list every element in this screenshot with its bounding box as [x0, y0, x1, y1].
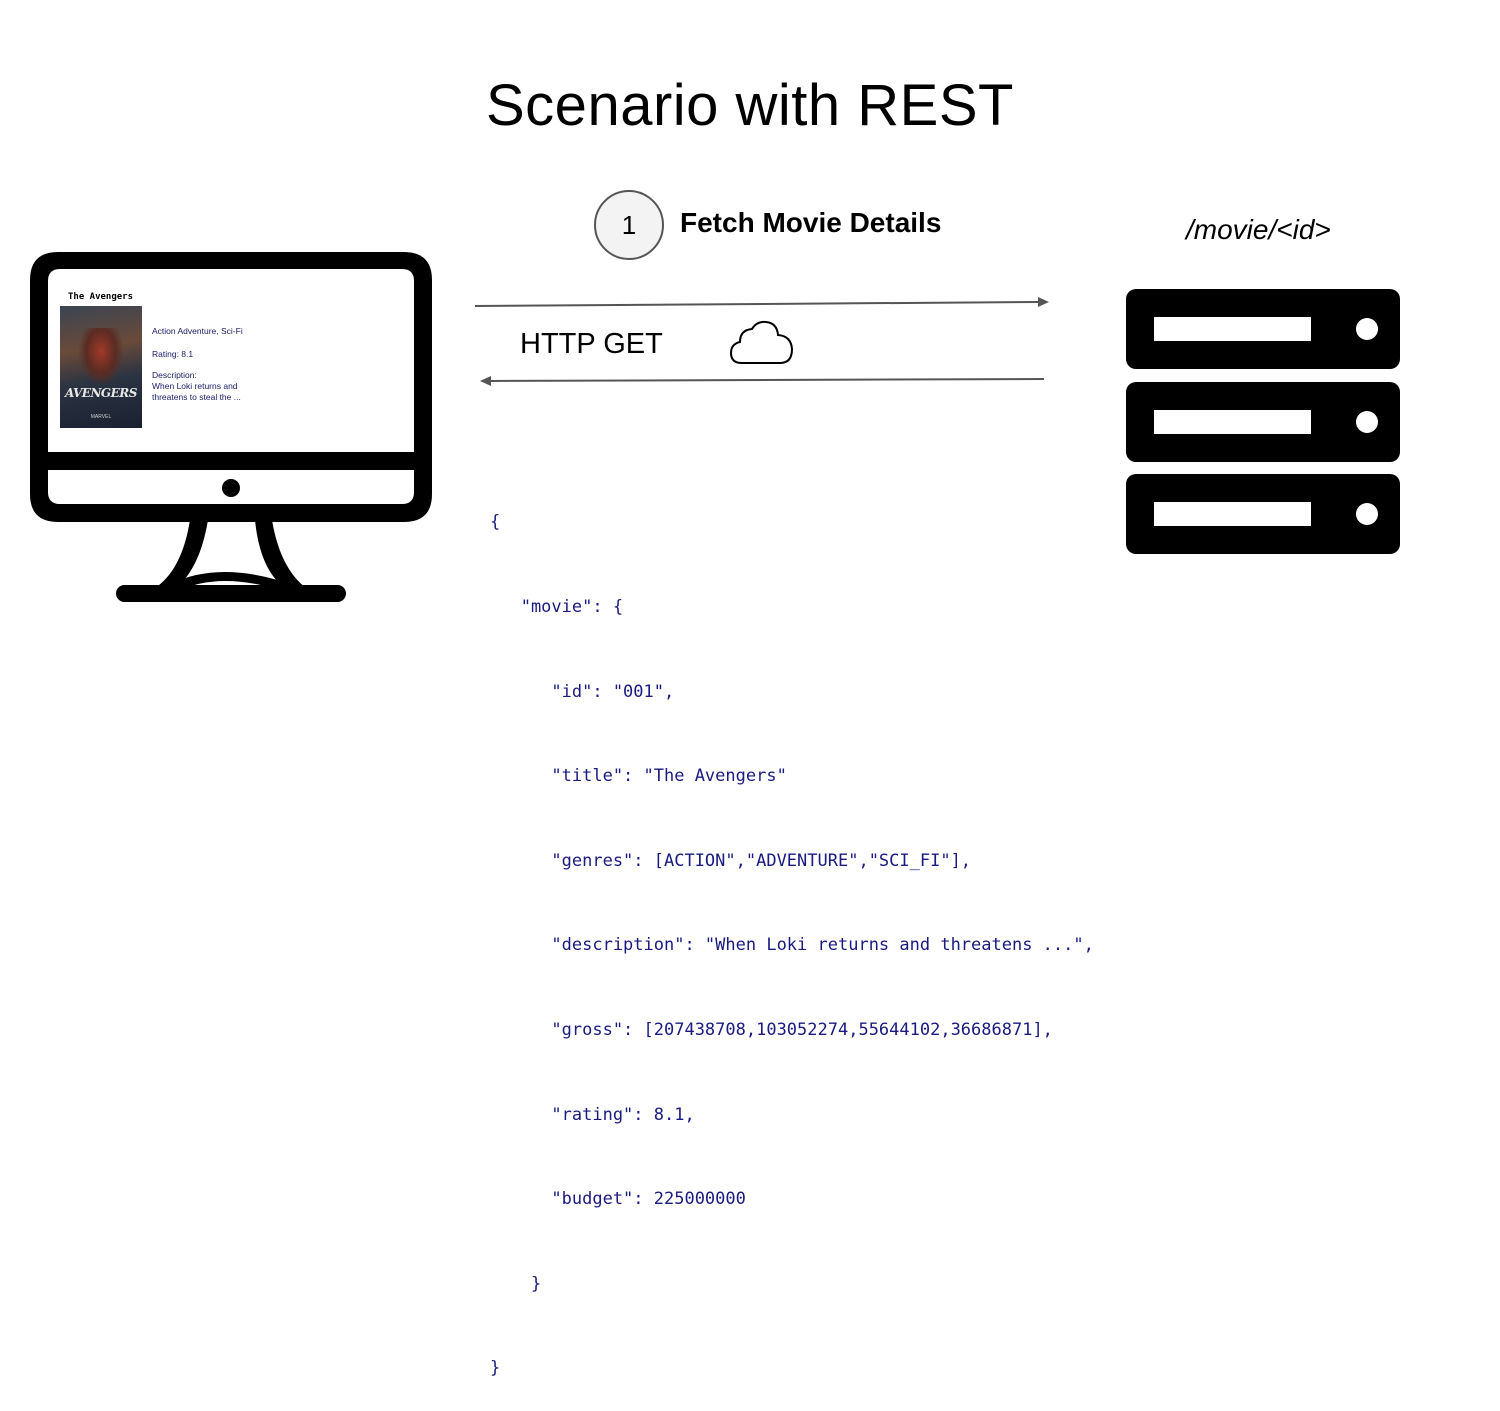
screen-rating: Rating: 8.1	[152, 349, 194, 359]
json-line: }	[490, 1273, 542, 1294]
poster-figure	[78, 328, 124, 386]
step-number-badge: 1	[594, 190, 664, 260]
response-arrow-line	[489, 378, 1045, 382]
client-screen: The Avengers AVENGERS MARVEL Action Adve…	[46, 272, 414, 452]
json-line: "description": "When Loki returns and th…	[490, 935, 1094, 956]
poster-credit: MARVEL	[90, 414, 112, 420]
poster-title: AVENGERS	[65, 386, 137, 400]
json-response-block: { "movie": { "id": "001", "title": "The …	[490, 452, 1094, 1411]
json-line: "budget": 225000000	[490, 1189, 746, 1210]
json-line: }	[490, 1358, 501, 1379]
json-line: "title": "The Avengers"	[490, 766, 787, 787]
endpoint-path: /movie/<id>	[1186, 214, 1331, 245]
screen-description-line: When Loki returns and	[152, 381, 238, 391]
cloud-icon	[729, 320, 794, 364]
movie-poster-image: AVENGERS MARVEL	[60, 306, 142, 428]
step-label: Fetch Movie Details	[680, 207, 942, 238]
server-rack-icon	[1126, 289, 1400, 554]
server-unit	[1126, 382, 1400, 462]
screen-description-line: threatens to steal the ...	[152, 392, 241, 402]
server-unit	[1126, 289, 1400, 369]
json-line: "movie": {	[490, 597, 624, 617]
json-line: {	[490, 512, 501, 533]
json-line: "rating": 8.1,	[490, 1104, 695, 1125]
response-arrowhead	[480, 376, 491, 386]
http-method-label: HTTP GET	[520, 328, 663, 360]
json-line: "genres": [ACTION","ADVENTURE","SCI_FI"]…	[490, 850, 972, 871]
request-response-arrows	[474, 297, 1049, 386]
json-line: "gross": [207438708,103052274,55644102,3…	[490, 1019, 1053, 1040]
screen-genres: Action Adventure, Sci-Fi	[152, 326, 243, 336]
json-line: "id": "001",	[490, 681, 675, 702]
screen-description-label: Description:	[152, 370, 197, 380]
server-unit	[1126, 474, 1400, 554]
request-arrowhead	[1038, 297, 1049, 307]
slide-title: Scenario with REST	[486, 73, 1014, 138]
request-arrow-line	[474, 301, 1041, 307]
screen-movie-title: The Avengers	[68, 292, 134, 302]
